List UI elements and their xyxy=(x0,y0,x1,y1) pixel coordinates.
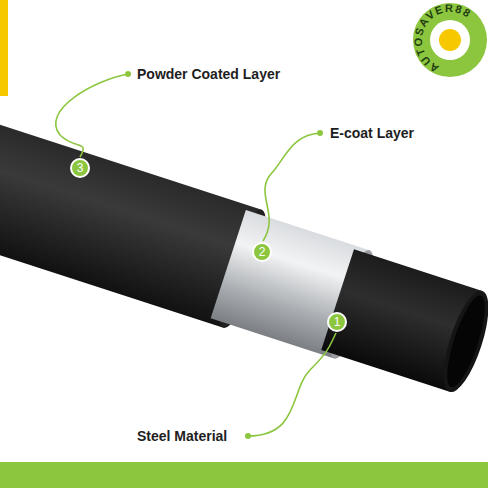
callout-number: 1 xyxy=(334,316,341,328)
part-name: E-coat Layer xyxy=(330,125,414,141)
logo: AUTOSAVER88 xyxy=(412,2,487,77)
part-name: Powder Coated Layer xyxy=(137,66,280,82)
callout-circle: 2 xyxy=(252,242,272,262)
yellow-bar xyxy=(0,0,8,96)
part-name: Steel Material xyxy=(137,428,227,444)
callout-number: 2 xyxy=(259,246,266,258)
callout-circle: 3 xyxy=(70,158,90,178)
logo-text: AUTOSAVER88 xyxy=(412,2,474,75)
leader-dots xyxy=(125,71,323,439)
green-bar xyxy=(0,462,488,488)
tube xyxy=(0,112,488,405)
callout-number: 3 xyxy=(77,162,84,174)
leader-lines xyxy=(56,74,336,436)
callout-circle: 1 xyxy=(327,312,347,332)
